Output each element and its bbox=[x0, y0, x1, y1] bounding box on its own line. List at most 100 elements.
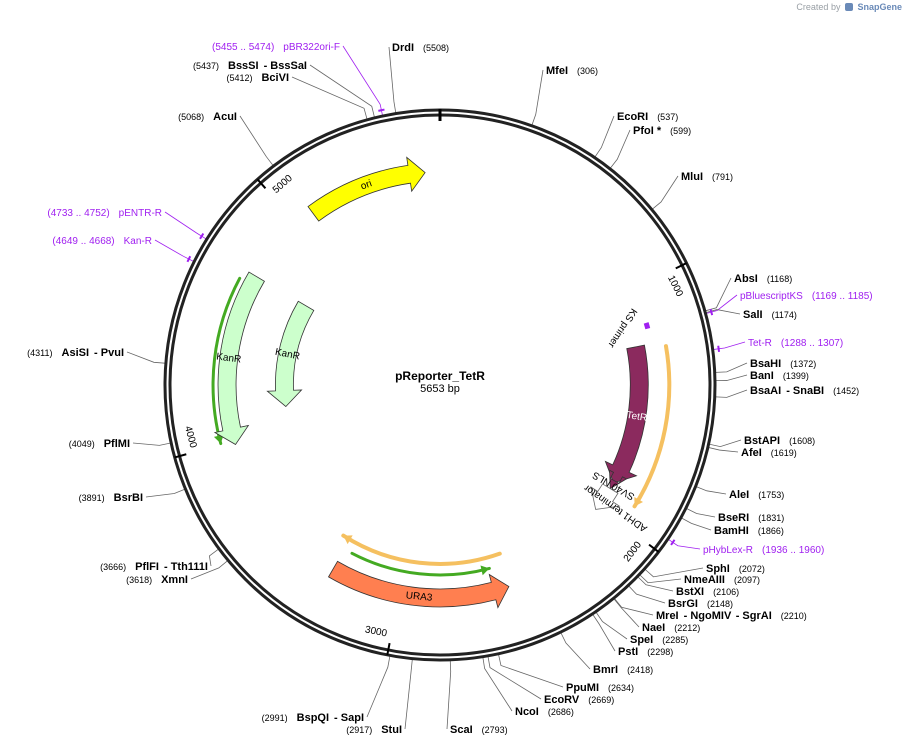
site-bsrbi[interactable]: (3891)BsrBI bbox=[79, 492, 143, 504]
site-bmri[interactable]: BmrI(2418) bbox=[593, 664, 653, 676]
sv40-nls-arrow[interactable] bbox=[609, 469, 628, 490]
site-position: (2793) bbox=[482, 725, 508, 735]
site-ncoi[interactable]: NcoI (2686) bbox=[515, 706, 574, 718]
enzyme-name: PstI bbox=[618, 646, 638, 658]
site-alei[interactable]: AleI(1753) bbox=[729, 489, 784, 501]
site-afei[interactable]: AfeI(1619) bbox=[741, 447, 797, 459]
leader-asisi-pvui bbox=[126, 351, 165, 364]
site-position: (2106) bbox=[713, 587, 739, 597]
enzyme-name: BstXI bbox=[676, 586, 704, 598]
site-position: (1831) bbox=[758, 513, 784, 523]
site-bsaai-snabi[interactable]: BsaAI- SnaBI(1452) bbox=[750, 385, 859, 397]
tetr-helper-arc bbox=[632, 344, 672, 509]
enzyme-name: PflMI bbox=[104, 438, 130, 450]
site-mrei-ngomiv-sgrai[interactable]: MreI- NgoMIV- SgrAI(2210) bbox=[656, 610, 807, 622]
site-drdi[interactable]: DrdI(5508) bbox=[392, 42, 449, 54]
leader-mfei bbox=[531, 69, 544, 125]
enzyme-name: NcoI bbox=[515, 706, 539, 718]
site-bseri[interactable]: BseRI(1831) bbox=[718, 512, 784, 524]
enzyme-name: PflFI bbox=[135, 561, 159, 573]
scale-tick-mark bbox=[675, 262, 687, 270]
enzyme-name: EcoRV bbox=[544, 694, 580, 706]
enzyme-name: BssSI bbox=[228, 60, 259, 72]
scale-tick-mark bbox=[174, 453, 187, 459]
site-labels: DrdI(5508) MfeI(306) EcoRI(537) PfoI *(599)… bbox=[27, 42, 872, 736]
site-stui[interactable]: (2917)StuI bbox=[346, 724, 402, 736]
site-mfei[interactable]: MfeI(306) bbox=[546, 65, 598, 77]
enzyme-name: BsrGI bbox=[668, 598, 698, 610]
site-asisi-pvui[interactable]: (4311)AsiSI- PvuI bbox=[27, 347, 124, 359]
leader-drdi bbox=[388, 46, 397, 113]
enzyme-name: - Tth111I bbox=[164, 561, 208, 573]
site-tet-r[interactable]: Tet-R(1288 .. 1307) bbox=[748, 338, 843, 349]
scale-tick-label: 2000 bbox=[622, 539, 645, 564]
site-pbluescriptks[interactable]: pBluescriptKS(1169 .. 1185) bbox=[740, 291, 873, 302]
enzyme-name: MluI bbox=[681, 171, 703, 183]
site-position: (2686) bbox=[548, 707, 574, 717]
site-pfoi[interactable]: PfoI *(599) bbox=[633, 125, 691, 137]
ori-arrow[interactable] bbox=[307, 156, 426, 222]
site-nmeaiii[interactable]: NmeAIII(2097) bbox=[684, 574, 760, 586]
site-mlui[interactable]: MluI(791) bbox=[681, 171, 733, 183]
site-position: (1753) bbox=[758, 490, 784, 500]
adh1-terminator-arrow[interactable] bbox=[590, 483, 621, 510]
plasmid-backbone bbox=[163, 108, 717, 662]
site-position: (4311) bbox=[27, 348, 52, 358]
site-pbr322ori-f[interactable]: (5455 .. 5474)pBR322ori-F bbox=[212, 42, 340, 53]
site-pflfi-tth111i[interactable]: (3666)PflFI- Tth111I bbox=[100, 561, 208, 573]
site-ecori[interactable]: EcoRI(537) bbox=[617, 111, 678, 123]
leader-ecori bbox=[594, 115, 615, 157]
site-position: (3891) bbox=[79, 493, 105, 503]
site-bsahi[interactable]: BsaHI(1372) bbox=[750, 358, 816, 370]
site-spei[interactable]: SpeI(2285) bbox=[630, 634, 688, 646]
site-ppumi[interactable]: PpuMI(2634) bbox=[566, 682, 634, 694]
leader-xmni bbox=[190, 560, 228, 580]
primer-text: pENTR-R bbox=[119, 208, 162, 219]
leader-pflfi-tth111i bbox=[208, 548, 219, 567]
site-bsssi-bsssai[interactable]: (5437)BssSI- BssSaI bbox=[193, 60, 307, 72]
site-bamhi[interactable]: BamHI(1866) bbox=[714, 525, 784, 537]
site-psti[interactable]: PstI(2298) bbox=[618, 646, 673, 658]
site-pentr-r[interactable]: (4733 .. 4752)pENTR-R bbox=[47, 208, 162, 219]
site-kan-r[interactable]: (4649 .. 4668)Kan-R bbox=[52, 236, 152, 247]
primer-text: Tet-R bbox=[748, 338, 772, 349]
site-bsrgi[interactable]: BsrGI(2148) bbox=[668, 598, 733, 610]
primer-mark-pentr-r bbox=[199, 232, 205, 240]
site-phyblex-r[interactable]: pHybLex-R(1936 .. 1960) bbox=[703, 545, 824, 556]
enzyme-name: BciVI bbox=[261, 72, 289, 84]
site-absi[interactable]: AbsI (1168) bbox=[734, 273, 792, 285]
enzyme-name: BsaHI bbox=[750, 358, 781, 370]
ura3-arrow[interactable] bbox=[327, 560, 510, 609]
leader-ncoi bbox=[482, 657, 513, 712]
leader-tet-r bbox=[713, 341, 746, 350]
leader-kan-r bbox=[154, 239, 194, 262]
enzyme-name: ScaI bbox=[450, 724, 473, 736]
site-bstapi[interactable]: BstAPI(1608) bbox=[744, 435, 815, 447]
primer-mark-phyblex-r bbox=[670, 539, 676, 546]
site-bstxi[interactable]: BstXI (2106) bbox=[676, 586, 739, 598]
enzyme-name: AbsI bbox=[734, 273, 758, 285]
kanr-inner-arrow[interactable] bbox=[266, 300, 315, 408]
enzyme-name: - BssSaI bbox=[264, 60, 307, 72]
primer-text: (1936 .. 1960) bbox=[762, 545, 824, 556]
leader-bsssi-bsssai bbox=[309, 64, 375, 118]
primer-mark-pbr322ori-f bbox=[378, 108, 385, 112]
site-position: (1174) bbox=[772, 310, 797, 320]
kanr-outer-arrow[interactable] bbox=[213, 271, 265, 446]
site-scai[interactable]: ScaI (2793) bbox=[450, 724, 508, 736]
site-position: (1168) bbox=[767, 274, 792, 284]
site-sphi[interactable]: SphI(2072) bbox=[706, 563, 765, 575]
site-bcivi[interactable]: (5412)BciVI bbox=[226, 72, 289, 84]
enzyme-name: - SapI bbox=[334, 712, 364, 724]
site-ecorv[interactable]: EcoRV(2669) bbox=[544, 694, 614, 706]
leader-nmeaiii bbox=[639, 574, 682, 584]
site-xmni[interactable]: (3618)XmnI bbox=[126, 574, 188, 586]
site-sali[interactable]: SalI(1174) bbox=[743, 309, 797, 321]
site-naei[interactable]: NaeI(2212) bbox=[642, 622, 700, 634]
site-bani[interactable]: BanI(1399) bbox=[750, 370, 809, 382]
site-pflmi[interactable]: (4049)PflMI bbox=[69, 438, 130, 450]
site-bspqi-sapi[interactable]: (2991)BspQI- SapI bbox=[262, 712, 364, 724]
kanr-helper-arc bbox=[211, 276, 242, 446]
site-acui[interactable]: (5068)AcuI bbox=[178, 111, 237, 123]
